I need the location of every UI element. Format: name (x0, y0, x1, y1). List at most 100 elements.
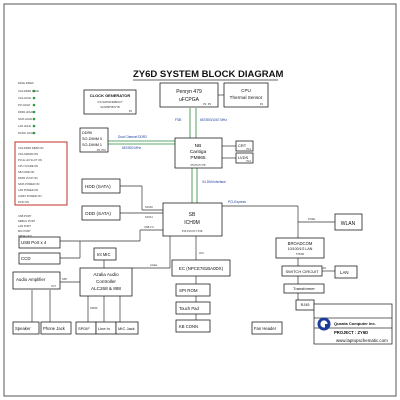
left-note: SPDIF OUT (18, 234, 32, 238)
broadcom-part: 5764M (296, 252, 304, 256)
clock-box (83, 89, 137, 115)
ddr-box (79, 127, 109, 153)
cpu-page: P2, P3 (203, 102, 211, 106)
sheet-indicators: PAGE INDEX VGA DDR2 HOLD VGA HOLD PCI HO… (18, 81, 39, 135)
lan-box (334, 265, 358, 279)
switch-box (281, 265, 323, 277)
nb-block: NB Cantiga PM965 P5,P6,P7,P8 (174, 137, 223, 169)
odd-label: ODD (SATA) (85, 211, 111, 216)
lvds-label: LVDS (238, 155, 248, 160)
int-mic-box (93, 247, 117, 261)
fsb-label: FSB (175, 118, 181, 122)
audio-amp-page: P27 (51, 284, 56, 288)
spi-rom-block: SPI ROM (175, 283, 211, 297)
codec-subtitle: Controller (96, 279, 116, 284)
fsb-speed-label: 667/800/1067 MHz (200, 118, 227, 122)
mic-jack-block: MIC Jack (115, 321, 139, 335)
logo-mark-tail (325, 324, 329, 328)
ddr-bus-label: Dual Channel DDR2 (118, 135, 147, 139)
phone-jack-label: Phone Jack (43, 326, 66, 331)
wlan-block: WLAN (334, 213, 363, 231)
codec-part: ALC268 & 888 (91, 286, 121, 291)
mic-jack-box (115, 321, 139, 335)
usb-label: USB Port x 4 (21, 240, 47, 245)
sb-part: ICH9M (184, 220, 200, 226)
ddr-slot-1: SO-DIMM 1 (82, 143, 102, 147)
sata0-label: SATA0 (145, 205, 153, 209)
fan-header-label: Fan Header (254, 326, 277, 331)
switch-block: SWITCH CIRCUIT (281, 265, 323, 277)
ccd-block: CCD (18, 252, 61, 265)
sb-box (162, 202, 223, 237)
sb-page: P15,P16,P17,P18 (182, 229, 203, 233)
indicator-led (32, 131, 36, 135)
usb-block: USB Port x 4 (18, 236, 61, 249)
title-block: Quanta Computer Inc. PROJECT : ZY6D www.… (313, 303, 393, 345)
clock-title: CLOCK GENERATOR (90, 93, 131, 98)
sb-block: SB ICH9M P15,P16,P17,P18 (162, 202, 223, 237)
touchpad-block: Touch Pad (175, 301, 211, 315)
power-notes: VGA DDR2 DIMM ON VGA SDRAM ON PCI-E x16 … (14, 141, 68, 206)
speaker-link-label: SPK (62, 277, 67, 281)
thermal-title: CPU (241, 88, 251, 93)
left-notes: USB PORT DEBUG PORT LAN PORT MIC PORT SP… (18, 214, 36, 238)
odd-box (81, 205, 121, 221)
rj45-label: RJ45 (301, 303, 310, 307)
thermal-block: CPU Thermal Sensor P4 (223, 82, 269, 108)
clock-part: ICS 9LRS3199BKLFT (97, 100, 123, 104)
crt-block: CRT P13 (235, 140, 254, 152)
indicator-led (32, 89, 36, 93)
power-note: VGA DDR2 DIMM ON (18, 146, 43, 150)
broadcom-desc: 10/100/1G LAN (288, 247, 313, 251)
indicator-led (32, 103, 36, 107)
codec-block: Azalia Audio Controller ALC268 & 888 (79, 267, 133, 297)
left-note: LAN PORT (18, 224, 31, 228)
line-in-label: Line in (98, 326, 110, 331)
lvds-box (235, 152, 254, 164)
nb-part: PM965 (190, 155, 206, 161)
nb-box (174, 137, 223, 169)
cpu-package: uFCPGA (179, 97, 200, 103)
watermark-url: www.laptopschematic.com (336, 338, 388, 343)
cpu-box (159, 82, 219, 108)
phone-jack-block: Phone Jack (40, 321, 72, 335)
power-note: PCI-E x16 SLOT ON (18, 158, 42, 162)
crt-page: P13 (246, 147, 251, 151)
int-mic-block: Int MIC (93, 247, 117, 261)
pcie-wlan-label: PCIE1 (308, 217, 316, 221)
usb-box (18, 236, 61, 249)
lvds-page: P12 (246, 159, 251, 163)
ddr-block: DDRII SO-DIMM 0 SO-DIMM 1 P9, P10 (79, 127, 109, 153)
indicator-label: VGA DDR2 HOLD (18, 89, 39, 93)
spdif-link-label: SPDIF (90, 306, 98, 310)
kb-conn-box (175, 319, 211, 333)
power-note: LAN POWER ON (18, 188, 38, 192)
indicator-label: SATA HOLD (18, 117, 32, 121)
audio-amp-box (12, 271, 61, 290)
pci-express-label: PCI-Express (228, 200, 246, 204)
line-in-block: Line in (95, 321, 117, 335)
clock-part-alt: SLG8SP553VTR (100, 105, 120, 109)
indicator-label: DC/DC HOLD (18, 131, 34, 135)
broadcom-block: BROADCOM 10/100/1G LAN 5764M (275, 237, 325, 259)
crt-label: CRT (238, 143, 247, 148)
sb-title: SB (189, 212, 196, 218)
indicator-led (32, 110, 36, 114)
thermal-box (223, 82, 269, 108)
audio-amp-block: Audio Amplifier P27 (12, 271, 61, 290)
broadcom-title: BROADCOM (288, 241, 313, 246)
page-border (3, 3, 397, 397)
speaker-label: Speaker (15, 326, 31, 331)
indicator-label: VGA HOLD (18, 96, 31, 100)
fan-header-box (251, 321, 283, 335)
hdd-block: HDD (SATA) (81, 178, 121, 194)
indicator-label: LAN HOLD (18, 124, 31, 128)
cpu-block: Penryn 479 uFCPGA P2, P3 (159, 82, 219, 108)
lan-label: LAN (340, 270, 349, 275)
dmi-label: X4 DMI interface (202, 180, 226, 184)
rj45-block: RJ45 (295, 299, 315, 311)
spdif-label: SPDIF (78, 326, 90, 331)
spi-rom-label: SPI ROM (179, 288, 198, 293)
diagram-title: ZY6D SYSTEM BLOCK DIAGRAM (133, 69, 284, 80)
